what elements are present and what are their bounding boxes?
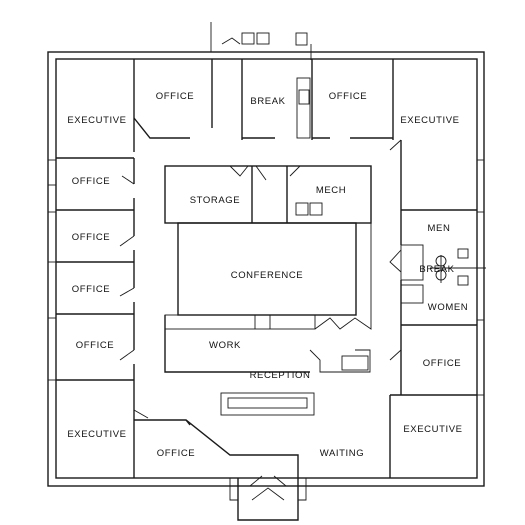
room-label-conference: CONFERENCE [231, 270, 304, 281]
room-label-storage: STORAGE [190, 195, 240, 206]
south-entrance [229, 475, 307, 521]
room-label-men: MEN [428, 223, 451, 234]
room-label-office-w2: OFFICE [72, 232, 110, 243]
room-label-executive-se: EXECUTIVE [403, 424, 462, 435]
room-label-mech: MECH [316, 185, 346, 196]
north-entrance [210, 22, 318, 60]
interior-walls [56, 59, 486, 478]
room-label-office-w3: OFFICE [72, 284, 110, 295]
room-label-break-n: BREAK [250, 96, 285, 107]
room-label-women: WOMEN [428, 302, 468, 313]
room-label-office-n-left: OFFICE [156, 91, 194, 102]
room-label-office-s: OFFICE [157, 448, 195, 459]
room-label-office-w4: OFFICE [76, 340, 114, 351]
room-label-executive-sw: EXECUTIVE [67, 429, 126, 440]
room-label-reception: RECEPTION [250, 370, 311, 381]
exterior-walls [47, 51, 485, 487]
room-label-executive-nw: EXECUTIVE [67, 115, 126, 126]
room-label-break-e: BREAK [419, 264, 454, 275]
room-label-office-w1: OFFICE [72, 176, 110, 187]
room-label-office-n-right: OFFICE [329, 91, 367, 102]
room-label-waiting: WAITING [320, 448, 364, 459]
room-label-office-e: OFFICE [423, 358, 461, 369]
room-label-executive-ne: EXECUTIVE [400, 115, 459, 126]
room-labels: EXECUTIVE OFFICE BREAK OFFICE EXECUTIVE … [67, 91, 468, 459]
room-label-work: WORK [209, 340, 241, 351]
